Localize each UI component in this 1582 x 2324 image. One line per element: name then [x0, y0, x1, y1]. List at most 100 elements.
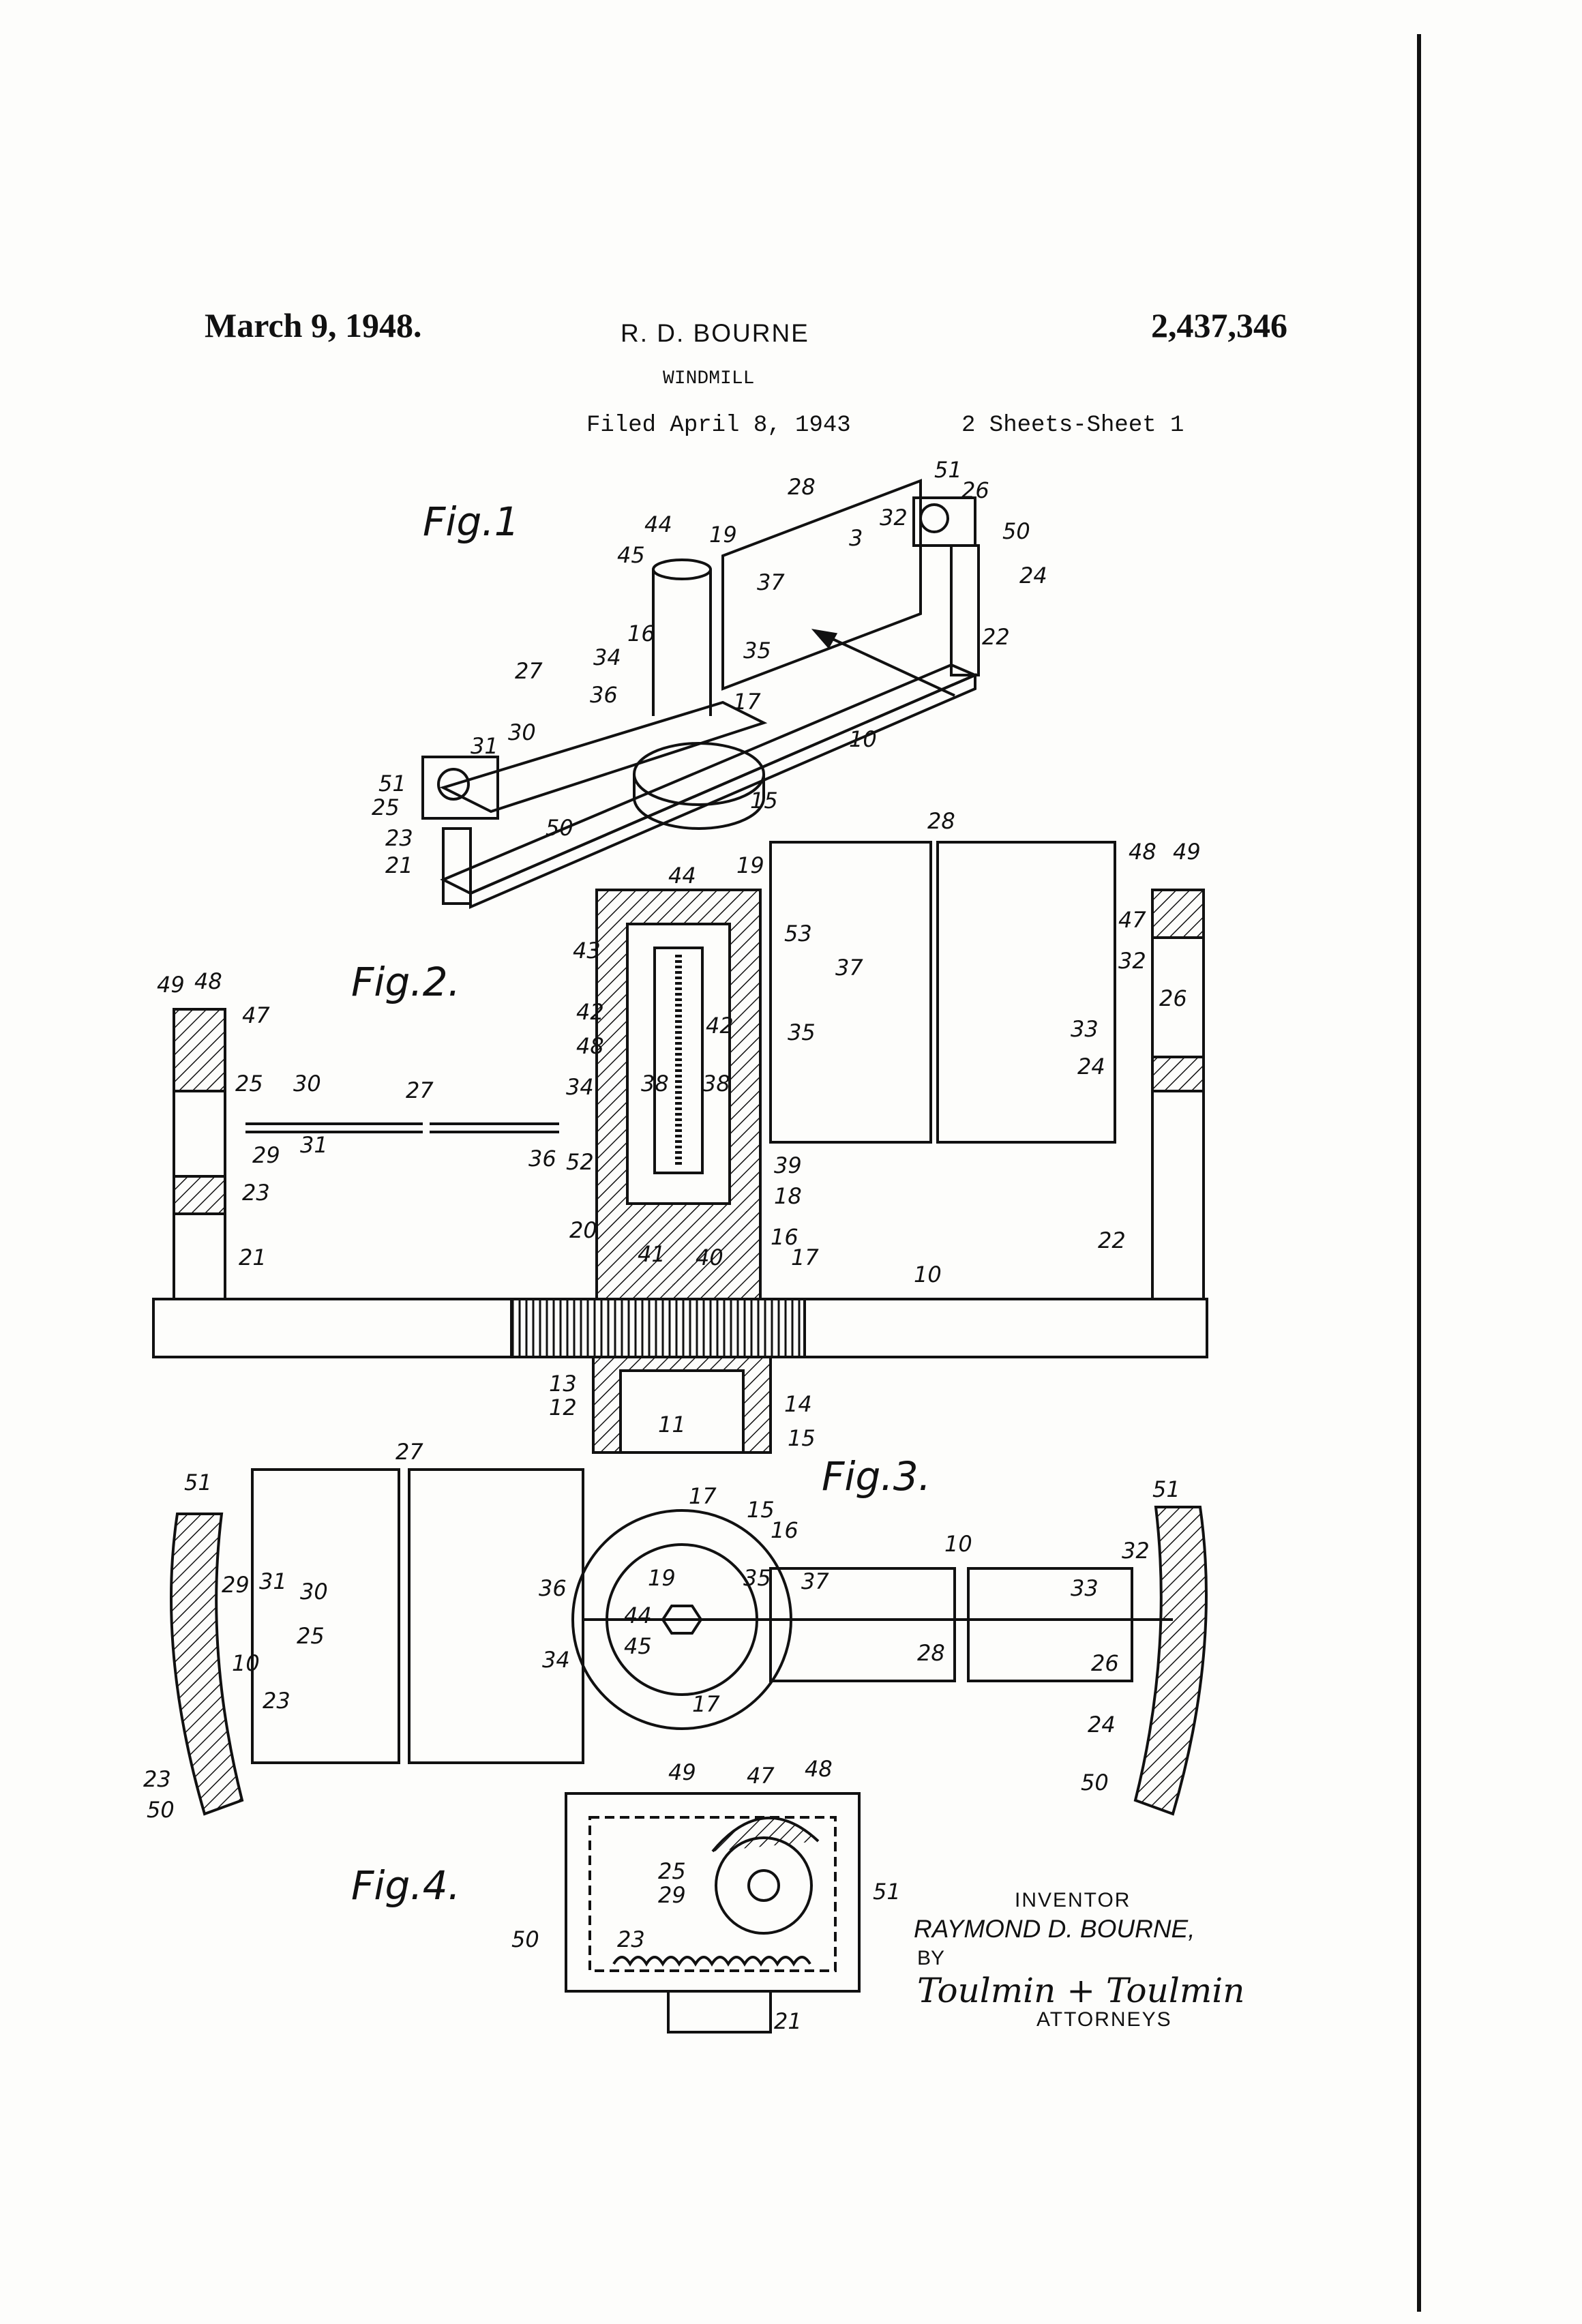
svg-text:29: 29	[252, 1142, 280, 1168]
svg-text:28: 28	[917, 1640, 945, 1666]
svg-text:42: 42	[706, 1013, 734, 1039]
svg-text:25: 25	[297, 1623, 325, 1649]
svg-text:45: 45	[617, 542, 645, 568]
svg-text:52: 52	[566, 1149, 594, 1175]
svg-text:47: 47	[747, 1763, 775, 1789]
svg-text:27: 27	[515, 658, 543, 684]
svg-text:31: 31	[300, 1132, 328, 1158]
svg-text:27: 27	[395, 1439, 423, 1465]
svg-text:30: 30	[508, 719, 536, 745]
svg-text:16: 16	[771, 1517, 799, 1543]
svg-text:50: 50	[1002, 518, 1030, 544]
signature-inventor-name: RAYMOND D. BOURNE,	[914, 1915, 1195, 1943]
svg-text:17: 17	[791, 1245, 819, 1270]
fig3-label: Fig.3.	[822, 1453, 931, 1500]
svg-text:12: 12	[549, 1395, 577, 1420]
fig1-drawing: Fig.1 512628 32350 244419 453735 162234	[372, 457, 1047, 907]
svg-text:19: 19	[736, 852, 764, 878]
svg-text:32: 32	[1122, 1538, 1150, 1564]
svg-text:28: 28	[788, 474, 816, 500]
signature-attorneys: ATTORNEYS	[1036, 2008, 1172, 2031]
svg-text:23: 23	[617, 1926, 645, 1952]
svg-text:23: 23	[385, 825, 413, 851]
svg-text:48: 48	[805, 1756, 833, 1782]
svg-text:21: 21	[239, 1245, 267, 1270]
svg-text:42: 42	[576, 999, 604, 1025]
svg-text:29: 29	[658, 1882, 686, 1908]
svg-text:51: 51	[873, 1879, 901, 1905]
svg-text:36: 36	[590, 682, 618, 708]
svg-text:21: 21	[385, 852, 413, 878]
svg-text:47: 47	[242, 1002, 270, 1028]
svg-text:33: 33	[1071, 1575, 1099, 1601]
svg-text:19: 19	[709, 522, 737, 548]
svg-text:10: 10	[232, 1650, 260, 1676]
svg-text:26: 26	[961, 477, 989, 503]
svg-text:49: 49	[668, 1759, 696, 1785]
svg-text:23: 23	[143, 1766, 171, 1792]
svg-text:24: 24	[1019, 563, 1047, 589]
svg-text:47: 47	[1118, 907, 1146, 933]
svg-text:20: 20	[569, 1217, 597, 1243]
fig2-label: Fig.2.	[351, 959, 460, 1005]
svg-text:50: 50	[1081, 1770, 1109, 1796]
svg-text:27: 27	[406, 1077, 434, 1103]
svg-text:34: 34	[542, 1647, 570, 1673]
svg-text:17: 17	[689, 1483, 717, 1509]
svg-text:31: 31	[471, 733, 498, 759]
svg-text:29: 29	[222, 1572, 250, 1598]
svg-text:32: 32	[880, 505, 908, 531]
svg-text:10: 10	[944, 1531, 972, 1557]
svg-text:31: 31	[259, 1568, 287, 1594]
svg-text:43: 43	[573, 938, 601, 964]
svg-text:23: 23	[242, 1180, 270, 1206]
svg-text:48: 48	[194, 968, 222, 994]
svg-text:35: 35	[743, 1565, 771, 1591]
svg-text:30: 30	[293, 1071, 321, 1097]
svg-text:53: 53	[784, 921, 812, 947]
svg-text:45: 45	[624, 1633, 652, 1659]
svg-text:17: 17	[692, 1691, 720, 1717]
svg-text:49: 49	[1173, 839, 1201, 865]
svg-text:51: 51	[934, 457, 962, 483]
svg-text:18: 18	[774, 1183, 802, 1209]
svg-text:22: 22	[982, 624, 1010, 650]
svg-text:44: 44	[668, 863, 696, 889]
svg-text:50: 50	[147, 1797, 175, 1823]
svg-text:22: 22	[1098, 1227, 1126, 1253]
svg-text:38: 38	[702, 1071, 730, 1097]
svg-text:11: 11	[658, 1412, 686, 1437]
fig4-label: Fig.4.	[351, 1862, 460, 1909]
svg-text:48: 48	[576, 1033, 604, 1059]
svg-text:19: 19	[648, 1565, 676, 1591]
svg-text:15: 15	[750, 788, 778, 814]
svg-text:37: 37	[835, 955, 863, 981]
fig4-drawing: Fig.4. 494748 252951 502321	[351, 1756, 901, 2034]
svg-text:34: 34	[593, 644, 621, 670]
svg-text:33: 33	[1071, 1016, 1099, 1042]
svg-text:26: 26	[1091, 1650, 1119, 1676]
svg-text:24: 24	[1088, 1712, 1116, 1738]
svg-text:37: 37	[757, 569, 785, 595]
svg-text:49: 49	[157, 972, 185, 998]
svg-text:44: 44	[624, 1603, 652, 1628]
attorneys-signature: Toulmin + Toulmin	[917, 1971, 1244, 2010]
svg-text:38: 38	[641, 1071, 669, 1097]
svg-text:35: 35	[743, 638, 771, 664]
svg-text:41: 41	[638, 1241, 666, 1267]
svg-text:35: 35	[788, 1019, 816, 1045]
svg-text:3: 3	[849, 525, 863, 551]
svg-text:15: 15	[788, 1425, 816, 1451]
svg-text:40: 40	[696, 1245, 723, 1270]
svg-text:51: 51	[1152, 1476, 1180, 1502]
svg-text:28: 28	[927, 808, 955, 834]
fig1-label: Fig.1	[423, 498, 520, 545]
svg-text:34: 34	[566, 1074, 594, 1100]
svg-text:26: 26	[1159, 985, 1187, 1011]
svg-text:36: 36	[539, 1575, 567, 1601]
svg-text:50: 50	[511, 1926, 539, 1952]
svg-text:25: 25	[372, 794, 400, 820]
svg-text:36: 36	[528, 1146, 556, 1172]
svg-text:13: 13	[549, 1371, 577, 1397]
